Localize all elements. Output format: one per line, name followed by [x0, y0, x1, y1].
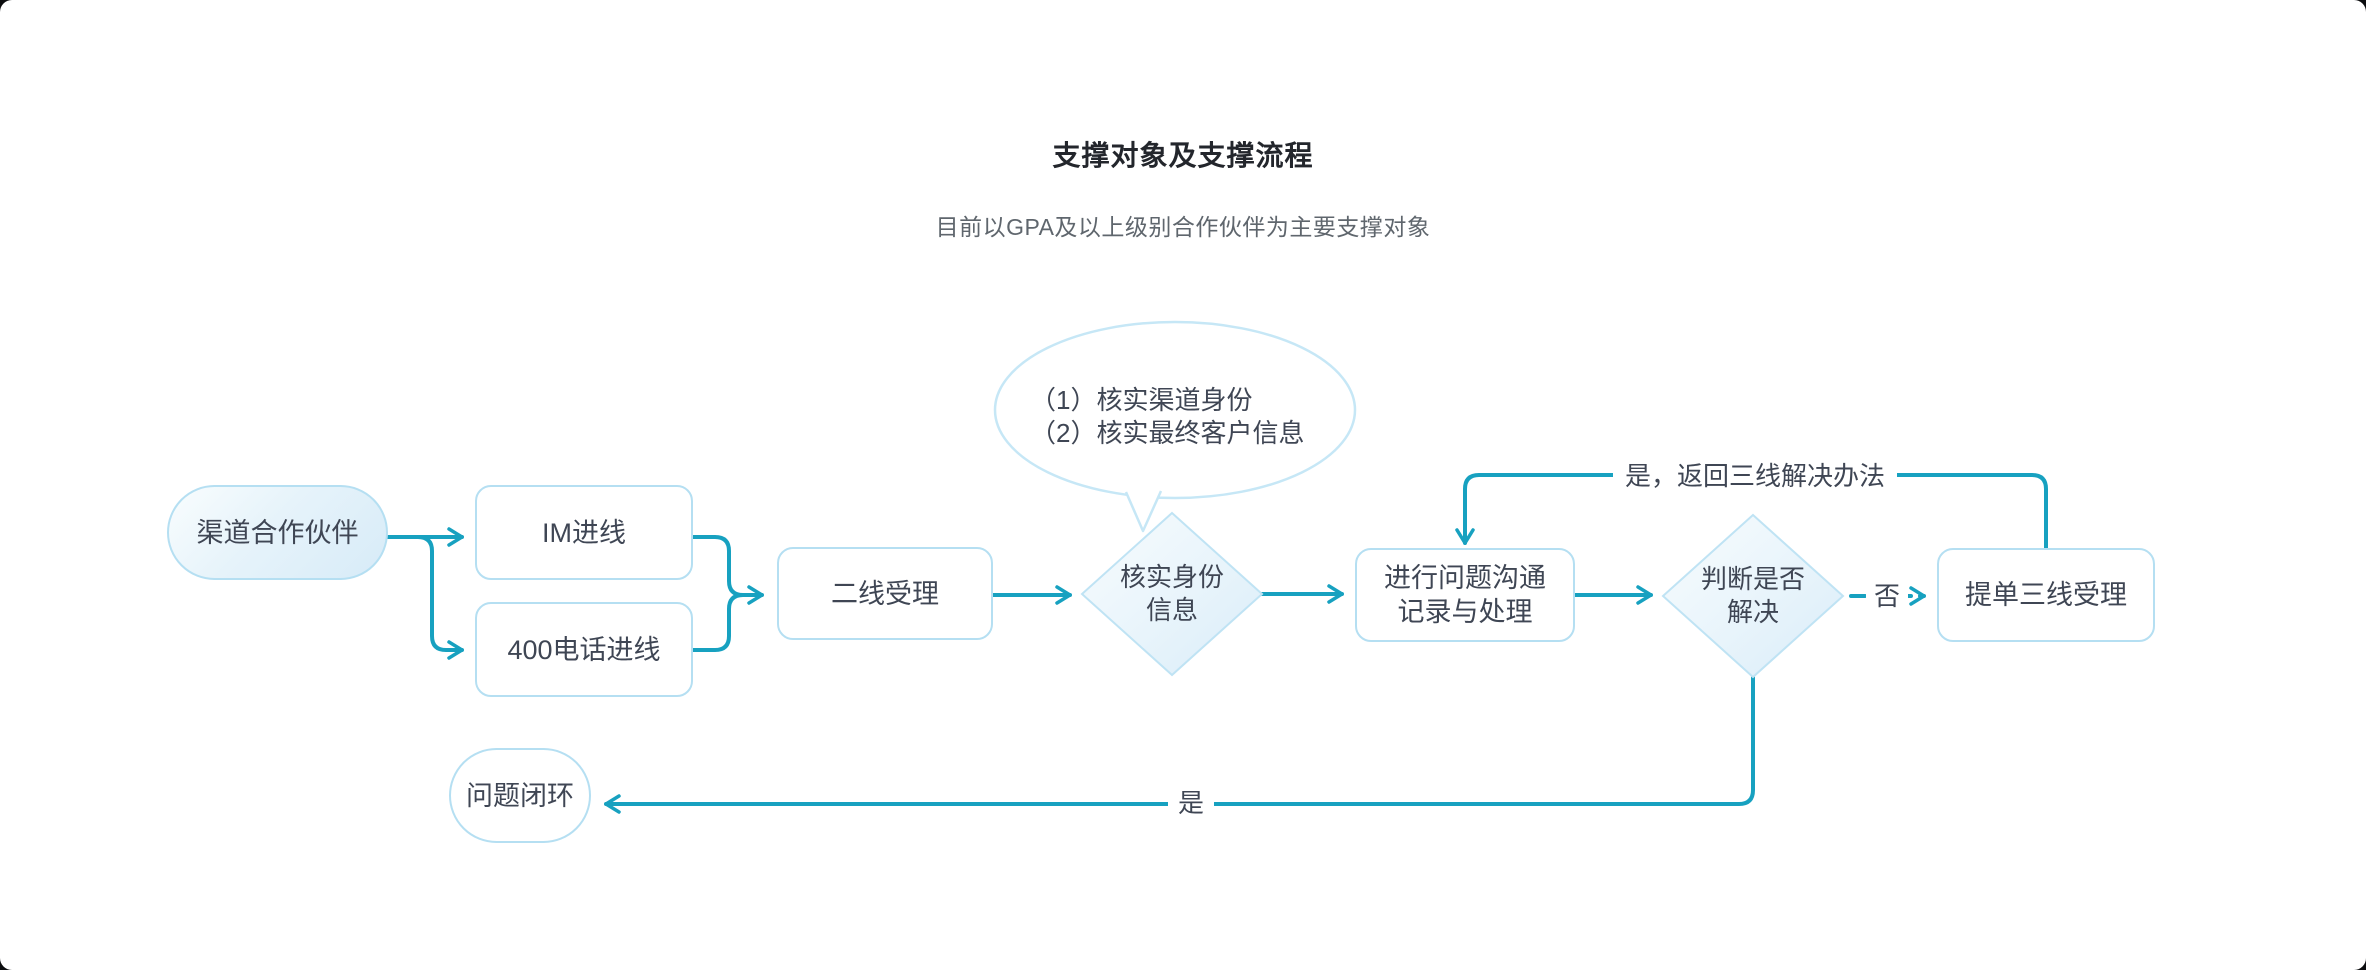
edge-label-no: 否	[1865, 579, 1909, 613]
node-issue-closed: 问题闭环	[449, 748, 591, 843]
node-communicate-record-line2: 记录与处理	[1397, 597, 1533, 627]
callout-note-line2: （2）核实最终客户信息	[1030, 418, 1305, 448]
node-400-phone-inbound: 400电话进线	[475, 602, 693, 697]
node-verify-identity: 核实身份 信息	[1082, 513, 1262, 675]
edge-label-yes: 是	[1167, 786, 1215, 820]
edge-im-merge	[691, 535, 764, 605]
node-second-line-accept: 二线受理	[777, 547, 993, 640]
node-verify-identity-line2: 信息	[1145, 595, 1198, 625]
node-communicate-record-line1: 进行问题沟通	[1384, 563, 1546, 593]
callout-note: （1）核实渠道身份 （2）核实最终客户信息	[1030, 384, 1304, 450]
node-im-inbound-label: IM进线	[542, 517, 626, 548]
node-channel-partner: 渠道合作伙伴	[167, 485, 388, 580]
node-second-line-accept-label: 二线受理	[831, 578, 939, 609]
node-channel-partner-label: 渠道合作伙伴	[196, 517, 359, 548]
edge-400-merge	[690, 593, 745, 652]
edge-judge-yes-to-closed	[604, 675, 1755, 814]
page-title: 支撑对象及支撑流程	[1052, 140, 1314, 171]
node-ticket-third-line: 提单三线受理	[1937, 548, 2155, 642]
callout-bubble-tail	[1124, 490, 1163, 533]
node-400-phone-inbound-label: 400电话进线	[507, 634, 661, 665]
node-communicate-record: 进行问题沟通 记录与处理	[1355, 548, 1575, 642]
node-judge-resolved: 判断是否 解决	[1663, 515, 1843, 677]
edge-label-loop-back: 是，返回三线解决办法	[1612, 459, 1898, 493]
page-subtitle: 目前以GPA及以上级别合作伙伴为主要支撑对象	[935, 214, 1431, 240]
node-im-inbound: IM进线	[475, 485, 693, 580]
node-issue-closed-label: 问题闭环	[466, 780, 574, 811]
node-ticket-third-line-label: 提单三线受理	[1965, 580, 2127, 610]
judge-diamond-shape	[1661, 513, 1845, 679]
verify-diamond-shape	[1080, 511, 1264, 677]
node-verify-identity-line1: 核实身份	[1119, 562, 1224, 592]
callout-bubble	[993, 320, 1357, 500]
node-judge-resolved-line1: 判断是否	[1700, 564, 1805, 594]
node-judge-resolved-line2: 解决	[1726, 597, 1779, 627]
edge-start-to-400	[400, 535, 464, 660]
callout-note-line1: （1）核实渠道身份	[1030, 385, 1253, 415]
